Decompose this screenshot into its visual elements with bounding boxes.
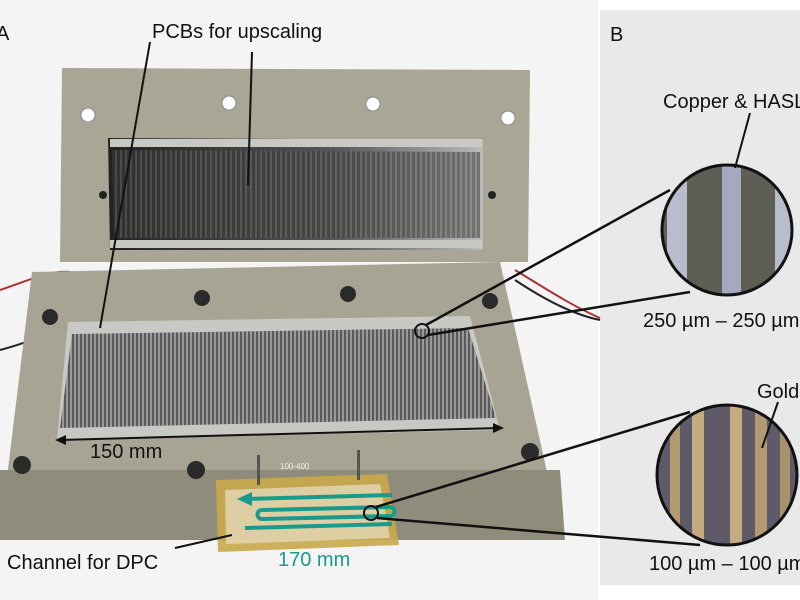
spacing-250-label: 250 µm – 250 µm bbox=[643, 310, 800, 332]
wire-black-right bbox=[514, 279, 601, 321]
pcbs-annotation: PCBs for upscaling bbox=[152, 21, 323, 43]
panel-a-label: A bbox=[0, 23, 10, 45]
channel-annotation: Channel for DPC bbox=[7, 552, 159, 574]
spacing-100-label: 100 µm – 100 µm bbox=[649, 553, 800, 575]
length-170-annotation: 170 mm bbox=[278, 549, 351, 571]
zoom-marker-top bbox=[414, 323, 430, 339]
callout-pcb-front bbox=[99, 41, 151, 329]
panel-b-label: B bbox=[610, 24, 624, 46]
chip-marking: 100-400 bbox=[280, 462, 310, 471]
wire-red-right bbox=[514, 269, 601, 319]
gold-label: Gold bbox=[757, 381, 800, 403]
length-150-annotation: 150 mm bbox=[90, 441, 163, 463]
inset-copper-hasl bbox=[662, 165, 792, 295]
copper-hasl-label: Copper & HASL bbox=[663, 91, 800, 113]
callout-pcb-back bbox=[247, 51, 253, 186]
arrow-150mm bbox=[59, 427, 501, 441]
zoom-marker-bottom bbox=[363, 505, 379, 521]
inset-gold bbox=[657, 405, 797, 545]
channel-path bbox=[244, 493, 397, 530]
callout-channel bbox=[174, 534, 233, 549]
